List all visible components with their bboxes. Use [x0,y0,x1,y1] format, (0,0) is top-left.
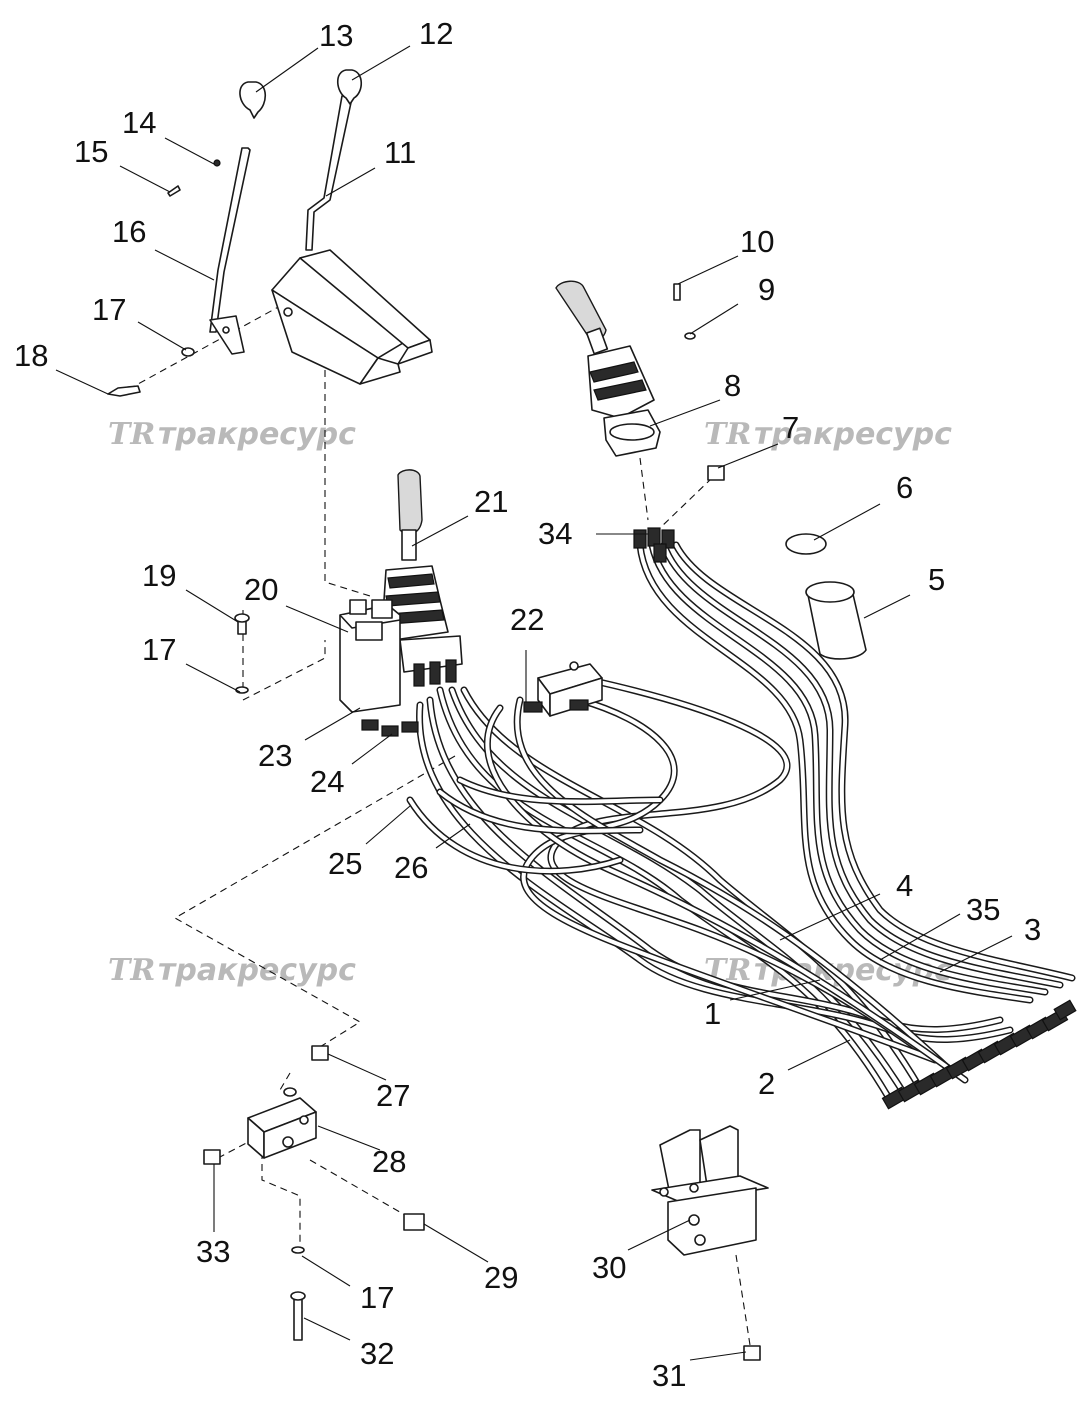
pedal-valve-30 [651,1125,769,1361]
callout-9: 9 [758,272,775,307]
callout-6: 6 [896,470,913,505]
hose-end-fittings [881,999,1077,1110]
callout-10: 10 [740,224,774,259]
callout-35: 35 [966,892,1000,927]
watermark-text: тракресурс [754,417,952,452]
filter-cartridge-5 [805,581,867,660]
callout-7: 7 [782,410,799,445]
callout-26: 26 [394,850,428,885]
hose-bundle-middle [483,676,969,1084]
callout-20: 20 [244,572,278,607]
callout-3: 3 [1024,912,1041,947]
watermark-text: тракресурс [158,417,356,452]
watermark-top-left: TR тракресурс [108,417,356,452]
callout-28: 28 [372,1144,406,1179]
callout-21: 21 [474,484,508,519]
callout-8: 8 [724,368,741,403]
callout-15: 15 [74,134,108,169]
callout-17-bottom: 17 [360,1280,394,1315]
callout-16: 16 [112,214,146,249]
callout-14: 14 [122,105,156,140]
callout-2: 2 [758,1066,775,1101]
watermark-logo: TR [704,417,751,452]
callout-32: 32 [360,1336,394,1371]
callout-17-mid: 17 [142,632,176,667]
assembly-dashed-lines [117,304,751,1346]
tee-block-28 [203,1045,425,1341]
watermark-top-right: TR тракресурс [704,417,952,452]
callout-17: 17 [92,292,126,327]
callout-4: 4 [896,868,913,903]
watermark-bottom-left: TR тракресурс [108,953,356,988]
distribution-block-22 [523,661,603,717]
callout-18: 18 [14,338,48,373]
callout-labels: 13 12 14 15 11 16 17 18 10 9 8 7 6 5 21 … [14,16,1041,1393]
callout-5: 5 [928,562,945,597]
callout-29: 29 [484,1260,518,1295]
joystick-right-assembly [555,280,725,563]
hose-short-25-26 [406,776,664,875]
callout-23: 23 [258,738,292,773]
callout-11: 11 [384,135,416,170]
hose-bundle-left [416,686,1014,1104]
callout-34: 34 [538,516,572,551]
lever-assembly-right [271,69,433,385]
watermark-logo: TR [108,417,155,452]
watermark-logo: TR [108,953,155,988]
callout-1: 1 [704,996,721,1031]
callout-27: 27 [376,1078,410,1113]
callout-13: 13 [319,18,353,53]
callout-24: 24 [310,764,344,799]
callout-25: 25 [328,846,362,881]
callout-12: 12 [419,16,453,51]
callout-33: 33 [196,1234,230,1269]
callout-19: 19 [142,558,176,593]
hose-bundle [406,541,1077,1110]
leader-lines [55,45,1013,1361]
callout-22: 22 [510,602,544,637]
watermark-text: тракресурс [158,953,356,988]
callout-31: 31 [652,1358,686,1393]
callout-30: 30 [592,1250,626,1285]
hose-bundle-right [636,541,1076,1004]
joystick-left-assembly [234,469,463,737]
lever-assembly-left [107,81,267,397]
